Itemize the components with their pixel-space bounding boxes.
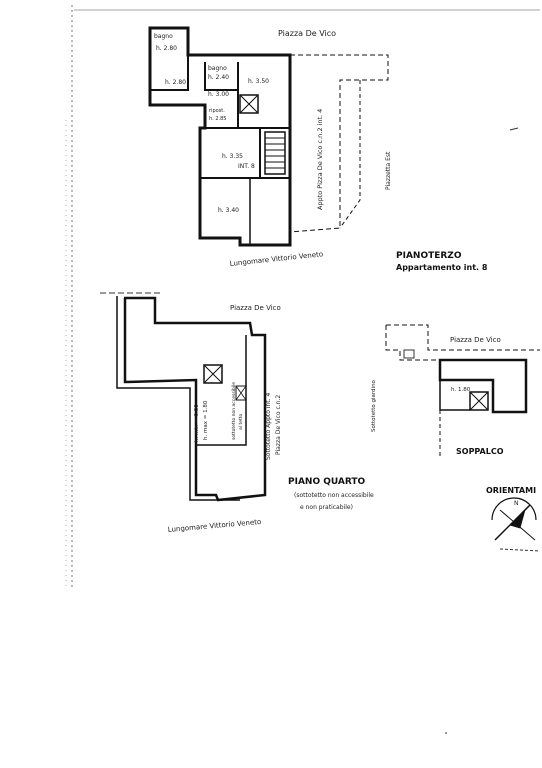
f2-h-max: h. max = 1.80 (203, 400, 209, 440)
f1-bagno2-h: h. 2.40 (208, 74, 229, 81)
f1-room-c: h. 3.35 (222, 153, 243, 160)
f1-vertical-label: Appto Pizza De Vico c.n.2 int. 4 (316, 109, 324, 210)
orient-underline (499, 548, 541, 552)
f1-room-b: h. 3.50 (248, 78, 269, 85)
f1-h300: h. 3.00 (208, 91, 229, 98)
dust-dot (445, 732, 447, 734)
f3-h: h. 1.80 (451, 387, 471, 393)
f3-small-mark (403, 349, 415, 359)
f1-piazzetta: Piazzetta Est (385, 151, 392, 190)
plan-pianoterzo (148, 26, 389, 247)
f1-rip: ripost. (209, 108, 225, 114)
f3-street-top: Piazza De Vico (450, 336, 501, 344)
f2-title: PIANO QUARTO (288, 477, 366, 487)
f2-sub1: (sottotetto non accessibile (294, 492, 374, 499)
f3-side: Sottotetto giardino (371, 379, 377, 432)
orient-label: ORIENTAMI (486, 486, 536, 495)
f2-side-label2: Piazza De Vico c.n.2 (275, 395, 282, 455)
plan-pianoquarto (116, 296, 267, 502)
f1-bagno1-h: h. 2.80 (156, 45, 177, 52)
f2-street-bottom: Lungomare Vittorio Veneto (167, 518, 261, 534)
f1-room-a: h. 2.80 (165, 79, 186, 86)
plan-soppalco (385, 324, 540, 458)
f1-int: INT. 8 (238, 163, 255, 170)
f1-room-d: h. 3.40 (218, 207, 239, 214)
right-edge-mark (509, 127, 519, 131)
f1-rip-h: h. 2.85 (209, 116, 226, 122)
f1-title: PIANOTERZO (396, 251, 462, 261)
f2-sub2: e non praticabile) (300, 504, 353, 511)
f2-side-label: Sottotetto Appto int. 4 (265, 393, 272, 460)
f2-street-top: Piazza De Vico (230, 304, 281, 312)
compass-icon (491, 497, 537, 541)
f3-title: SOPPALCO (456, 447, 504, 456)
f1-bagno2: bagno (208, 65, 227, 72)
f2-note-vert: sottotetto non accessibile (231, 382, 237, 440)
f1-subtitle: Appartamento int. 8 (396, 263, 488, 272)
orient-n: N (514, 500, 519, 507)
f1-street-top: Piazza De Vico (278, 29, 336, 38)
f2-note-vert2: al tetto (238, 414, 244, 431)
f2-h-min: h. min = 0.80 (194, 404, 200, 442)
f1-street-bottom: Lungomare Vittorio Veneto (229, 250, 323, 268)
f1-bagno1: bagno (154, 33, 173, 40)
